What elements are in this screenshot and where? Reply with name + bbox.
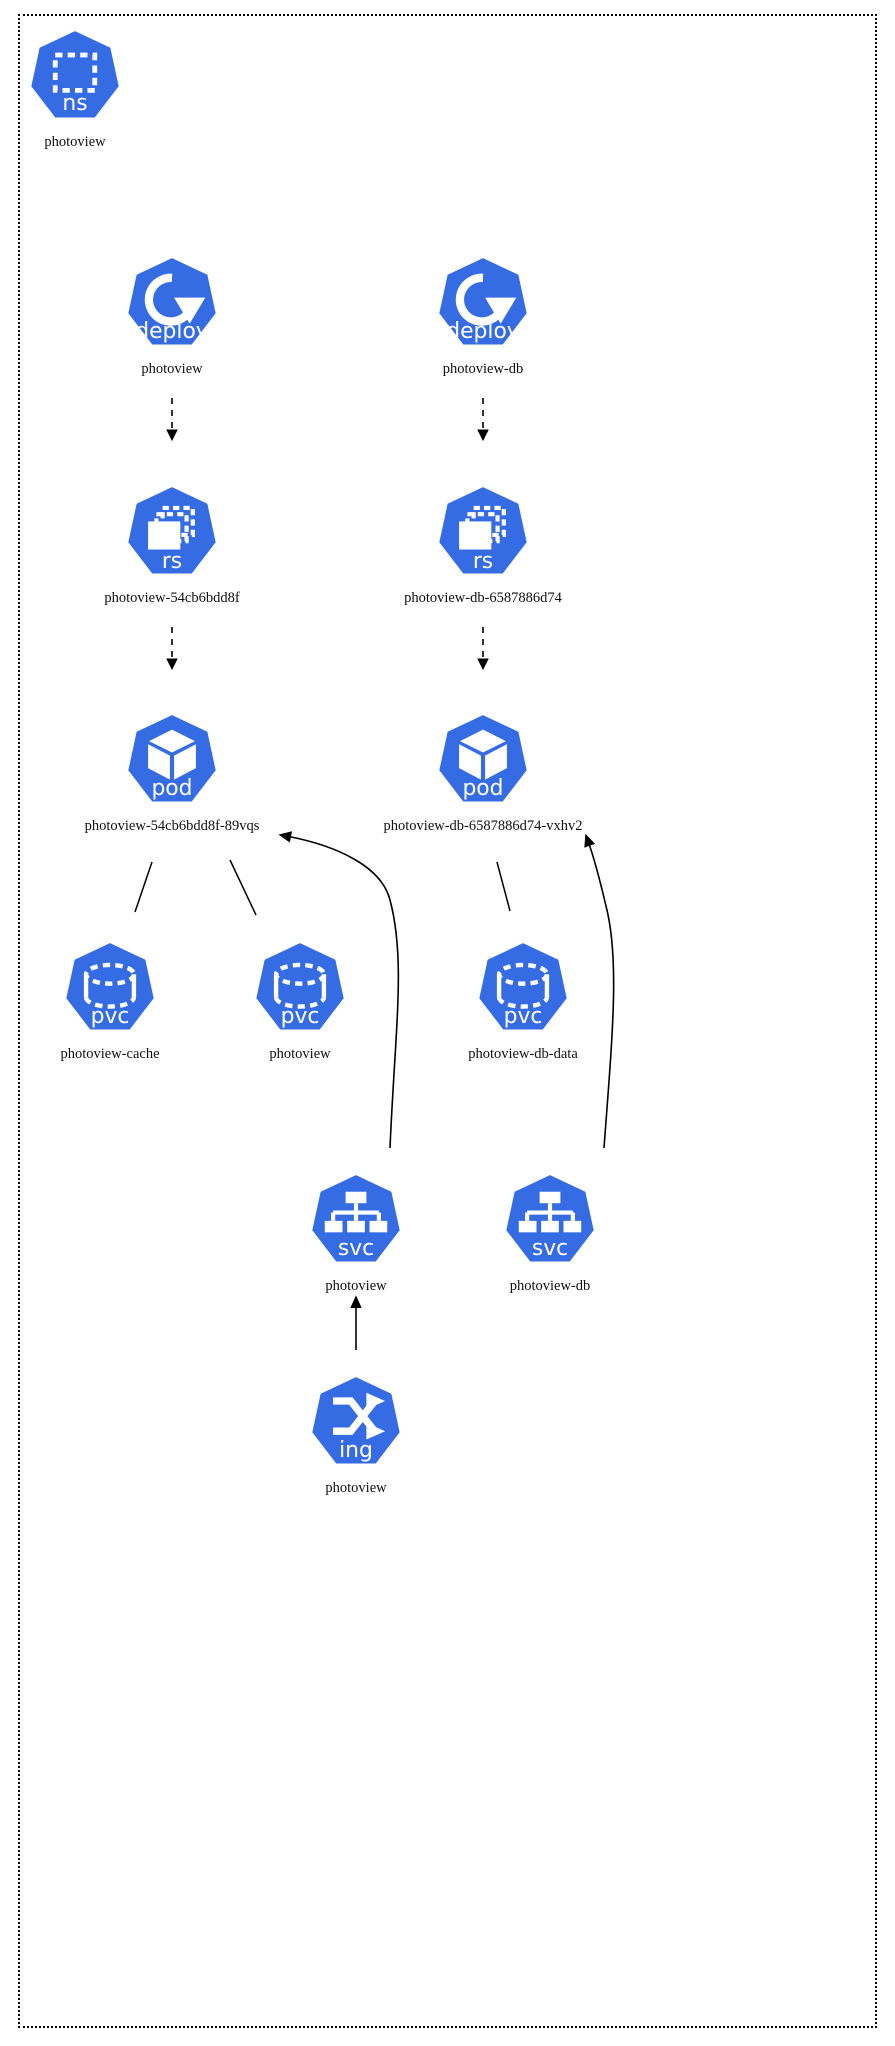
replicaset-stacked-squares-icon: rs <box>128 487 216 574</box>
node-service-photoview[interactable]: svc photoview <box>256 1172 456 1295</box>
svg-text:deploy: deploy <box>135 319 209 344</box>
node-label: photoview-cache <box>60 1046 160 1062</box>
edge-pod-photoview-to-pvc-cache <box>134 861 153 913</box>
pod-cube-icon: pod <box>128 715 216 802</box>
svg-text:pod: pod <box>462 776 503 801</box>
edge-svc-photoview-db-to-pod-photoview-db <box>584 833 615 1149</box>
svg-text:pvc: pvc <box>281 1004 320 1029</box>
node-label: photoview-db-6587886d74-vxhv2 <box>383 818 583 834</box>
node-pvc-photoview[interactable]: pvc photoview <box>200 940 400 1063</box>
node-pvc-photoview-cache[interactable]: pvc photoview-cache <box>10 940 210 1063</box>
service-hierarchy-tree-icon: svc <box>312 1175 400 1262</box>
pvc-dashed-cylinder-icon: pvc <box>479 943 567 1030</box>
node-pod-photoview-db[interactable]: pod photoview-db-6587886d74-vxhv2 <box>383 712 583 835</box>
node-service-photoview-db[interactable]: svc photoview-db <box>450 1172 650 1295</box>
node-label: photoview-54cb6bdd8f <box>104 590 240 606</box>
svg-text:ing: ing <box>339 1438 373 1463</box>
pvc-dashed-cylinder-icon: pvc <box>66 943 154 1030</box>
svg-text:pod: pod <box>151 776 192 801</box>
node-deployment-photoview[interactable]: deploy photoview <box>72 255 272 378</box>
edge-pod-photoview-to-pvc-photoview <box>229 859 257 916</box>
namespace-dashed-square-icon: ns <box>31 31 119 118</box>
deployment-rotate-arrow-icon: deploy <box>439 258 527 345</box>
node-label: photoview-db <box>442 361 524 377</box>
node-label: photoview <box>44 134 106 150</box>
node-namespace-photoview[interactable]: ns photoview <box>0 28 175 151</box>
ingress-crossing-arrows-icon: ing <box>312 1377 400 1464</box>
replicaset-stacked-squares-icon: rs <box>439 487 527 574</box>
node-pod-photoview[interactable]: pod photoview-54cb6bdd8f-89vqs <box>72 712 272 835</box>
svg-text:svc: svc <box>338 1236 374 1261</box>
node-label: photoview <box>141 361 203 377</box>
edge-svc-photoview-to-pod-photoview <box>278 831 400 1149</box>
edge-pod-photoview-db-to-pvc-db-data <box>496 861 511 912</box>
node-label: photoview <box>269 1046 331 1062</box>
node-ingress-photoview[interactable]: ing photoview <box>256 1374 456 1497</box>
svg-text:deploy: deploy <box>446 319 520 344</box>
pod-cube-icon: pod <box>439 715 527 802</box>
node-pvc-photoview-db-data[interactable]: pvc photoview-db-data <box>423 940 623 1063</box>
node-label: photoview <box>325 1278 387 1294</box>
node-replicaset-photoview-db[interactable]: rs photoview-db-6587886d74 <box>383 484 583 607</box>
node-label: photoview-db-6587886d74 <box>404 590 562 606</box>
node-label: photoview-db-data <box>468 1046 578 1062</box>
node-label: photoview <box>325 1480 387 1496</box>
pvc-dashed-cylinder-icon: pvc <box>256 943 344 1030</box>
node-replicaset-photoview[interactable]: rs photoview-54cb6bdd8f <box>72 484 272 607</box>
node-label: photoview-54cb6bdd8f-89vqs <box>84 818 260 834</box>
node-deployment-photoview-db[interactable]: deploy photoview-db <box>383 255 583 378</box>
svg-text:svc: svc <box>532 1236 568 1261</box>
svg-text:pvc: pvc <box>91 1004 130 1029</box>
svg-text:pvc: pvc <box>504 1004 543 1029</box>
svg-text:rs: rs <box>473 549 493 574</box>
deployment-rotate-arrow-icon: deploy <box>128 258 216 345</box>
node-label: photoview-db <box>509 1278 591 1294</box>
svg-text:rs: rs <box>162 549 182 574</box>
service-hierarchy-tree-icon: svc <box>506 1175 594 1262</box>
svg-text:ns: ns <box>62 91 87 116</box>
